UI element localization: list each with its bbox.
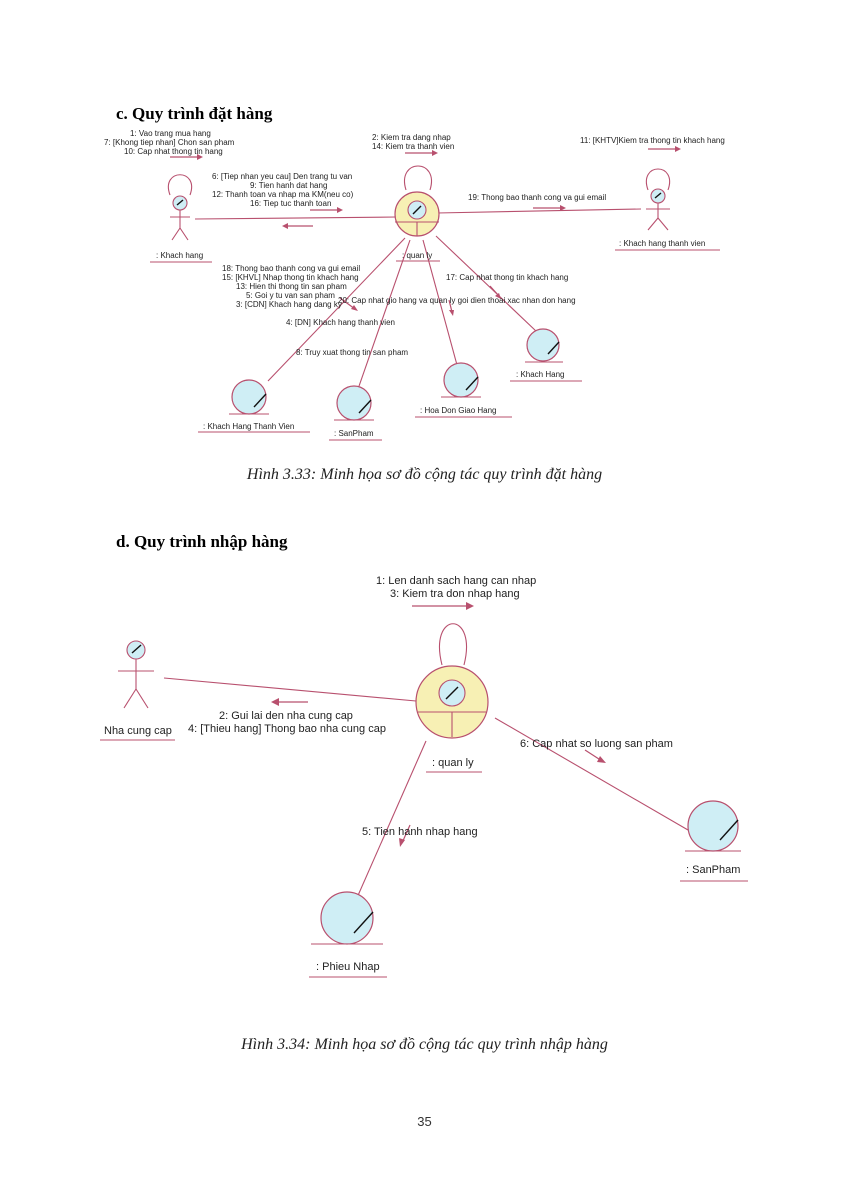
arrow-m20	[448, 299, 454, 316]
msg-c-11: 11: [KHTV]Kiem tra thong tin khach hang	[580, 136, 725, 145]
msg-c-18: 18: Thong bao thanh cong va gui email	[222, 264, 360, 273]
arrow-d-6	[584, 749, 606, 763]
arrow-m6	[310, 207, 343, 213]
self-loop-quanly-2	[439, 623, 467, 666]
link-ncc-quanly	[163, 677, 417, 702]
link-quanly-phieunhap	[355, 740, 427, 901]
msg-c-13: 13: Hien thi thong tin san pham	[236, 282, 347, 291]
arrow-m16	[282, 223, 313, 229]
caption-figure-3-33: Hình 3.33: Minh họa sơ đồ cộng tác quy t…	[246, 466, 603, 483]
label-khach-hang-thanh-vien-actor: : Khach hang thanh vien	[619, 239, 705, 248]
msg-c-20: 20: Cap nhat gio hang va quan ly goi die…	[338, 296, 576, 305]
arrow-m2	[405, 150, 438, 156]
msg-d-2: 2: Gui lai den nha cung cap	[219, 710, 353, 722]
label-san-pham-2: : SanPham	[686, 864, 740, 876]
entity-san-pham	[329, 385, 382, 441]
entity-khach-hang	[510, 328, 582, 382]
actor-nha-cung-cap	[100, 640, 175, 741]
msg-d-5: 5: Tien hanh nhap hang	[362, 826, 478, 838]
msg-c-9: 9: Tien hanh dat hang	[250, 181, 327, 190]
label-khach-hang-entity: : Khach Hang	[516, 370, 564, 379]
control-quan-ly	[394, 191, 440, 262]
label-khach-hang-thanh-vien-entity: : Khach Hang Thanh Vien	[203, 422, 294, 431]
label-phieu-nhap: : Phieu Nhap	[316, 961, 380, 973]
msg-d-4: 4: [Thieu hang] Thong bao nha cung cap	[188, 723, 386, 735]
msg-d-6: 6: Cap nhat so luong san pham	[520, 738, 673, 750]
entity-khach-hang-thanh-vien	[198, 379, 310, 433]
label-khach-hang-actor: : Khach hang	[156, 251, 203, 260]
msg-d-1: 1: Len danh sach hang can nhap	[376, 575, 536, 587]
msg-c-5: 5: Goi y tu van san pham	[246, 291, 335, 300]
arrow-d-1	[412, 602, 474, 610]
msg-c-16: 16: Tiep tuc thanh toan	[250, 199, 331, 208]
section-c-heading: c. Quy trình đặt hàng	[116, 104, 273, 123]
label-nha-cung-cap: Nha cung cap	[104, 725, 172, 737]
link-quanly-khachhang-entity	[435, 235, 538, 333]
msg-c-14: 14: Kiem tra thanh vien	[372, 142, 454, 151]
entity-hoa-don-giao-hang	[415, 362, 512, 418]
control-quan-ly-2	[415, 665, 489, 773]
arrow-m17	[489, 285, 501, 299]
msg-c-17: 17: Cap nhat thong tin khach hang	[446, 273, 568, 282]
link-quanly-khtv	[436, 208, 642, 214]
msg-c-15: 15: [KHVL] Nhap thong tin khach hang	[222, 273, 359, 282]
arrow-m19	[533, 205, 566, 211]
link-quanly-khtv-entity	[267, 237, 406, 382]
entity-san-pham-2	[680, 800, 748, 882]
msg-d-3: 3: Kiem tra don nhap hang	[390, 588, 520, 600]
page-number: 35	[417, 1114, 432, 1129]
actor-khach-hang	[150, 174, 212, 263]
entity-phieu-nhap	[309, 891, 387, 978]
msg-c-1: 1: Vao trang mua hang	[130, 129, 211, 138]
arrow-m3	[339, 297, 358, 311]
msg-c-7: 7: [Khong tiep nhan] Chon san pham	[104, 138, 235, 147]
arrow-m1	[170, 154, 203, 160]
msg-c-2: 2: Kiem tra dang nhap	[372, 133, 451, 142]
msg-c-12: 12: Thanh toan va nhap ma KM(neu co)	[212, 190, 354, 199]
arrow-m11	[648, 146, 681, 152]
msg-c-4: 4: [DN] Khach hang thanh vien	[286, 318, 395, 327]
msg-c-6: 6: [Tiep nhan yeu cau] Den trang tu van	[212, 172, 352, 181]
link-khachhang-quanly	[194, 216, 398, 220]
section-d-heading: d. Quy trình nhập hàng	[116, 532, 288, 551]
label-quan-ly-1: : quan ly	[402, 251, 432, 260]
caption-figure-3-34: Hình 3.34: Minh họa sơ đồ cộng tác quy t…	[241, 1036, 608, 1053]
arrow-d-2	[271, 698, 308, 706]
link-quanly-sanpham	[357, 239, 411, 390]
label-hoa-don-giao-hang: : Hoa Don Giao Hang	[420, 406, 497, 415]
label-quan-ly-2: : quan ly	[432, 757, 474, 769]
self-loop-quanly-1	[403, 165, 433, 191]
msg-c-8: 8: Truy xuat thong tin san pham	[296, 348, 408, 357]
msg-c-10: 10: Cap nhat thong tin hang	[124, 147, 223, 156]
msg-c-3: 3: [CDN] Khach hang dang ky	[236, 300, 342, 309]
msg-c-19: 19: Thong bao thanh cong va gui email	[468, 193, 606, 202]
arrow-d-5	[399, 824, 411, 847]
actor-khach-hang-thanh-vien	[615, 168, 720, 251]
link-quanly-sanpham-2	[494, 717, 689, 831]
label-san-pham-1: : SanPham	[334, 429, 374, 438]
